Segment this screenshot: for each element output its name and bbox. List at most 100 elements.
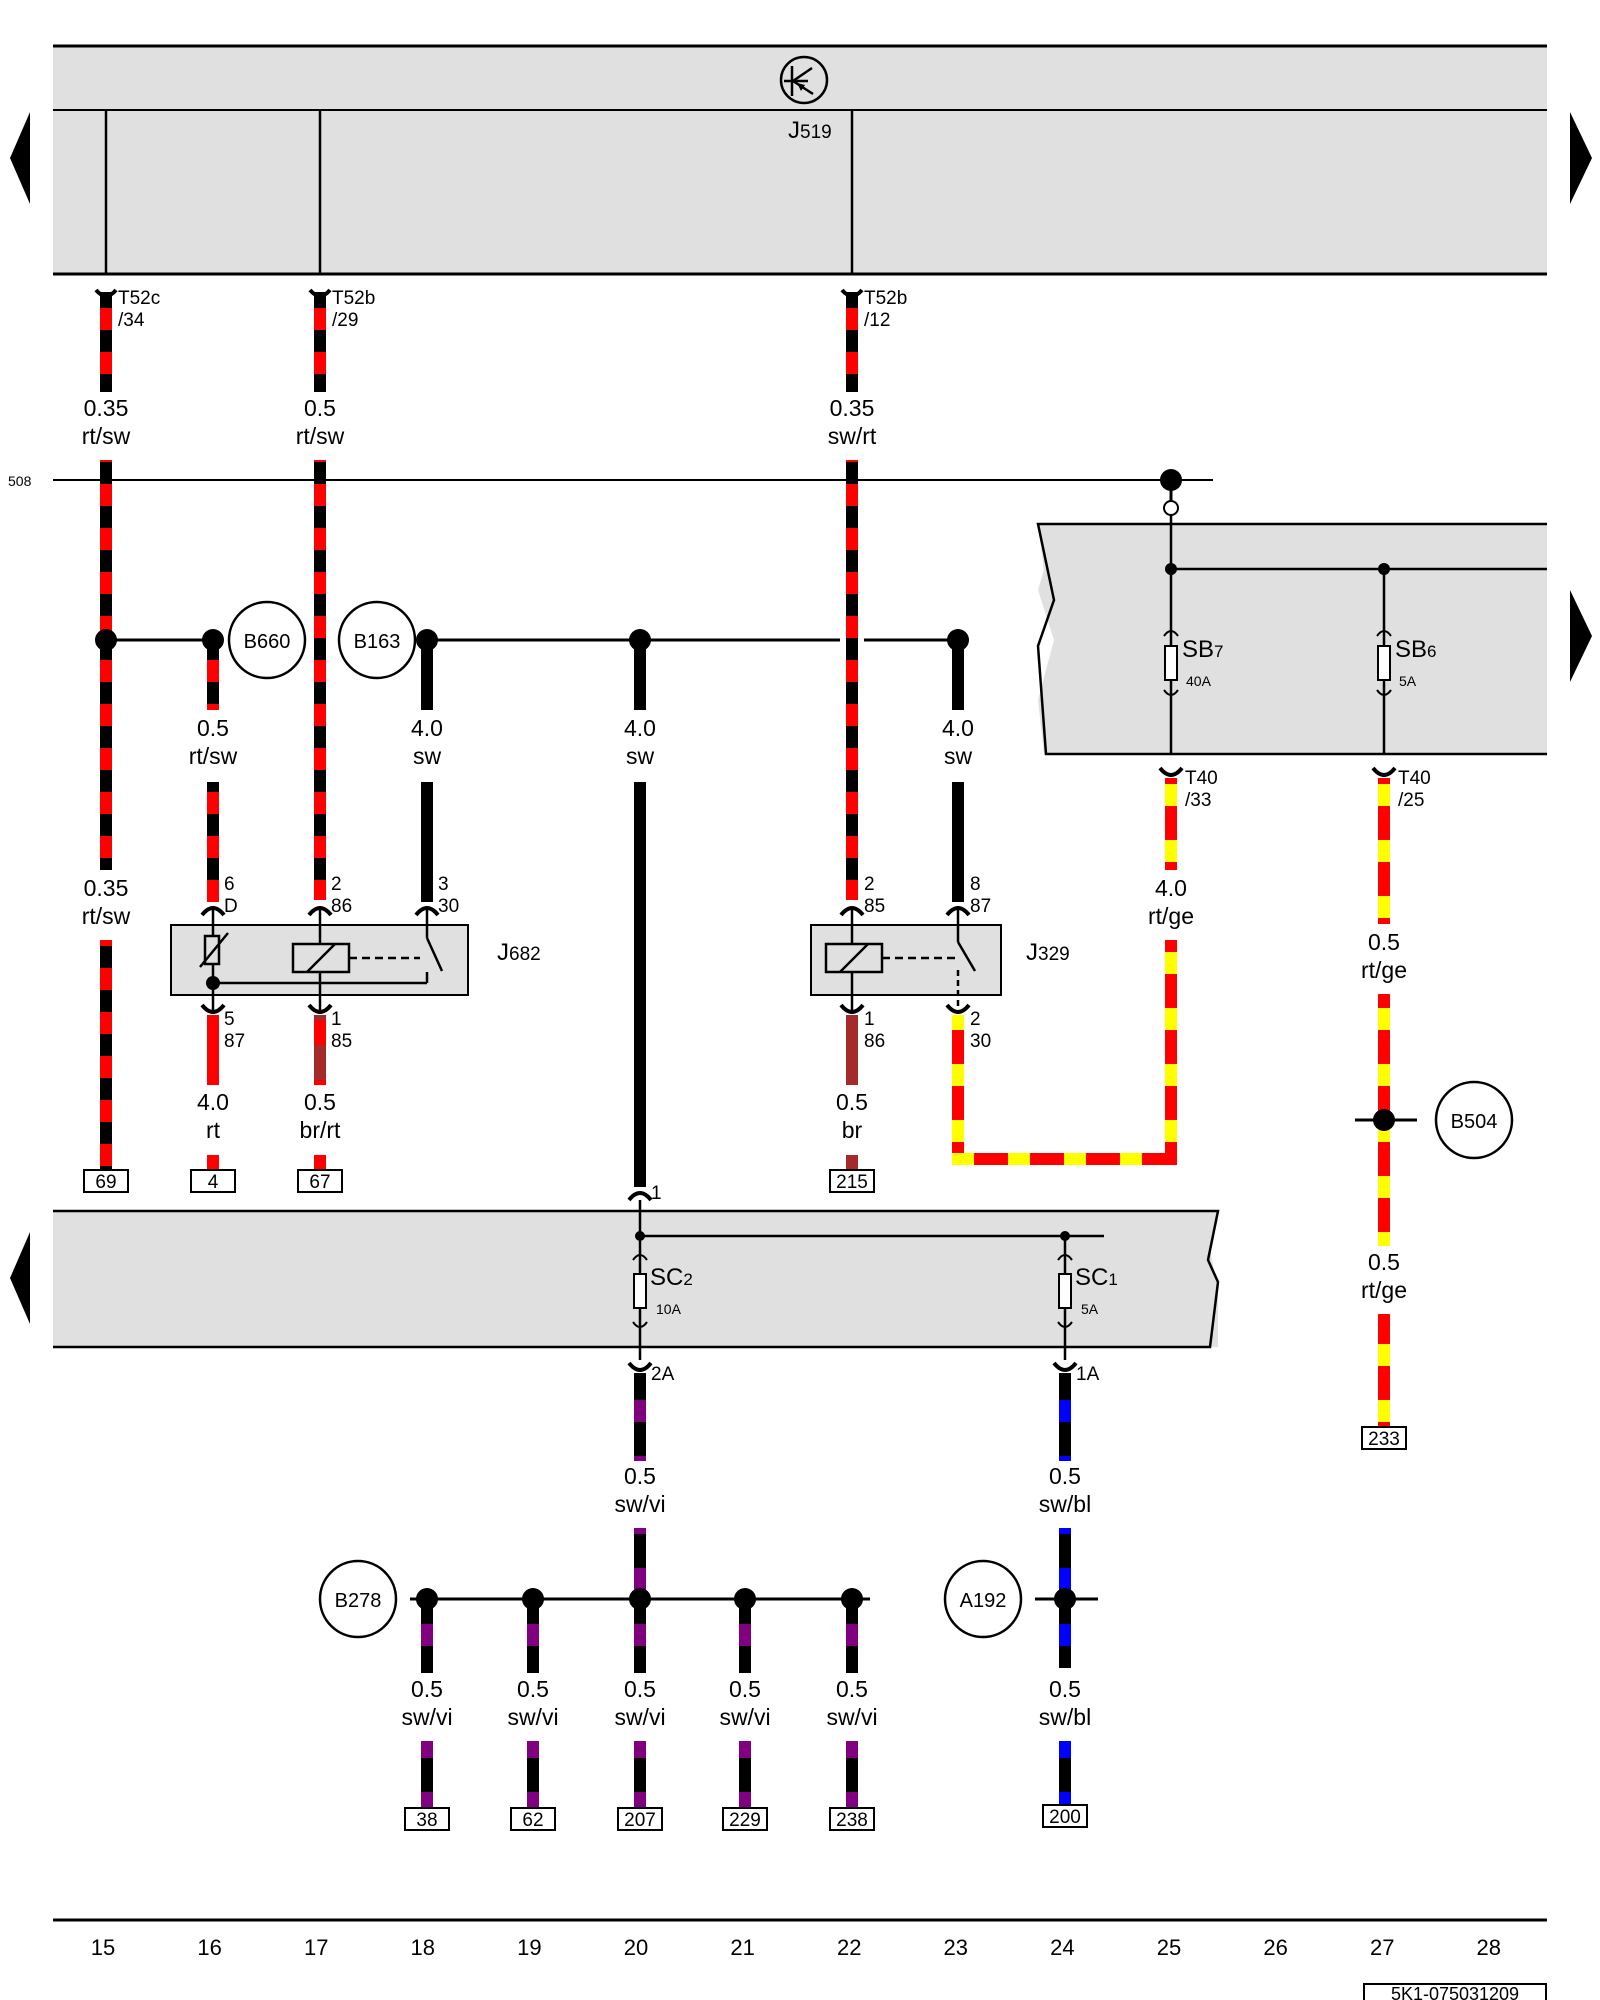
svg-text:B163: B163	[354, 631, 401, 653]
pin-label: 86	[331, 896, 352, 917]
ref-box-label: 62	[522, 1810, 543, 1831]
svg-text:69: 69	[95, 1172, 116, 1193]
fuse-sc1[interactable]	[1057, 1254, 1073, 1328]
relay-j682-label: J682	[497, 939, 541, 966]
fuse-sc2[interactable]	[632, 1254, 648, 1328]
prev-page-arrow-icon-2[interactable]	[10, 1232, 30, 1324]
pin-label: 87	[970, 896, 991, 917]
svg-text:233: 233	[1368, 1429, 1400, 1450]
pin-label: 5	[224, 1009, 235, 1030]
wire-color: rt/sw	[82, 903, 131, 929]
wire-size: 0.35	[830, 395, 875, 421]
column-label: 20	[624, 1935, 648, 1960]
wire-size: 0.5	[1049, 1463, 1081, 1489]
relay-j682[interactable]	[170, 910, 469, 1010]
module-j519[interactable]: J519	[53, 44, 1547, 276]
wire-size: 0.5	[411, 1676, 443, 1702]
fuse-sb6[interactable]	[1376, 630, 1392, 696]
wire-t52c-34[interactable]	[94, 288, 118, 1170]
connector-label: T52c	[118, 288, 160, 309]
ground-point-b504[interactable]: B504	[1434, 1080, 1514, 1160]
wire-size: 0.5	[624, 1463, 656, 1489]
column-label: 23	[944, 1935, 968, 1960]
wire-color: br/rt	[300, 1117, 342, 1143]
prev-page-arrow-icon[interactable]	[10, 112, 30, 204]
wire-color: sw/vi	[401, 1704, 452, 1730]
fuse-box-sb[interactable]	[1036, 522, 1547, 756]
wire-color: sw/vi	[614, 1491, 665, 1517]
ref-box[interactable]	[510, 1807, 556, 1831]
ground-point-b278[interactable]: B278	[318, 1559, 398, 1639]
pin-label: 2	[970, 1009, 981, 1030]
column-label: 27	[1370, 1935, 1394, 1960]
connector-label: T52b	[864, 288, 907, 309]
wire-color: sw/vi	[719, 1704, 770, 1730]
column-label: 25	[1157, 1935, 1181, 1960]
connector-pin: /33	[1185, 790, 1211, 811]
wire-t52b-29[interactable]	[308, 288, 332, 900]
ref-box-label: 238	[836, 1810, 868, 1831]
ref-box-69[interactable]: 69	[83, 1169, 129, 1193]
wire-size: 4.0	[942, 715, 974, 741]
ref-box-233[interactable]: 233	[1361, 1426, 1407, 1450]
wire-size: 0.5	[1368, 929, 1400, 955]
ground-point-b163[interactable]: B163	[337, 600, 417, 680]
next-page-arrow-icon-2[interactable]	[1570, 590, 1592, 682]
connector-pin: /34	[118, 310, 145, 331]
ref-box[interactable]	[722, 1807, 768, 1831]
ref-box-4[interactable]: 4	[190, 1169, 236, 1193]
pin-label: 1	[864, 1009, 875, 1030]
splice-dot	[841, 1588, 863, 1610]
wire-color: rt	[206, 1117, 221, 1143]
wire-size: 0.5	[836, 1089, 868, 1115]
fuse-sc1-rating: 5A	[1081, 1301, 1099, 1317]
wire-color: sw	[413, 743, 442, 769]
svg-text:A192: A192	[960, 1590, 1007, 1612]
wire-size: 4.0	[411, 715, 443, 741]
wire-color: sw/rt	[828, 423, 877, 449]
wire-t52b-12[interactable]	[840, 288, 864, 900]
connector-label: T52b	[332, 288, 375, 309]
svg-text:67: 67	[309, 1172, 330, 1193]
ref-box[interactable]	[829, 1807, 875, 1831]
next-page-arrow-icon[interactable]	[1570, 112, 1592, 204]
ground-point-a192[interactable]: A192	[943, 1559, 1023, 1639]
pin-label: 87	[224, 1031, 245, 1052]
ref-box[interactable]	[617, 1807, 663, 1831]
column-label: 24	[1050, 1935, 1074, 1960]
svg-text:215: 215	[836, 1172, 868, 1193]
wire-rt-ge-loop[interactable]	[952, 1015, 964, 1165]
connector-pin: /25	[1398, 790, 1424, 811]
column-label: 16	[197, 1935, 221, 1960]
wire-color: sw/vi	[507, 1704, 558, 1730]
relay-j329-label: J329	[1026, 939, 1070, 966]
pin-label: 2	[331, 874, 342, 895]
ref-box-67[interactable]: 67	[297, 1169, 343, 1193]
wire-size: 0.35	[84, 395, 129, 421]
ground-point-b660[interactable]: B660	[227, 600, 307, 680]
pin-label: 86	[864, 1031, 885, 1052]
ref-box[interactable]	[404, 1807, 450, 1831]
fuse-sc2-rating: 10A	[656, 1301, 682, 1317]
wire-color: rt/ge	[1148, 903, 1194, 929]
pin-label: 30	[970, 1031, 991, 1052]
document-id-box: 5K1-075031209	[1363, 1983, 1547, 2000]
relay-j329[interactable]	[810, 910, 1002, 1010]
wire-color: sw	[944, 743, 973, 769]
ref-box[interactable]	[1042, 1804, 1088, 1828]
fuse-sb7[interactable]	[1163, 630, 1179, 696]
ref-box-label: 200	[1049, 1807, 1081, 1828]
column-label: 26	[1263, 1935, 1287, 1960]
pin-label: 85	[864, 896, 885, 917]
pin-label: 1	[651, 1183, 662, 1204]
ref-box-215[interactable]: 215	[829, 1169, 875, 1193]
splice-dot	[416, 1588, 438, 1610]
ref-box-label: 207	[624, 1810, 656, 1831]
